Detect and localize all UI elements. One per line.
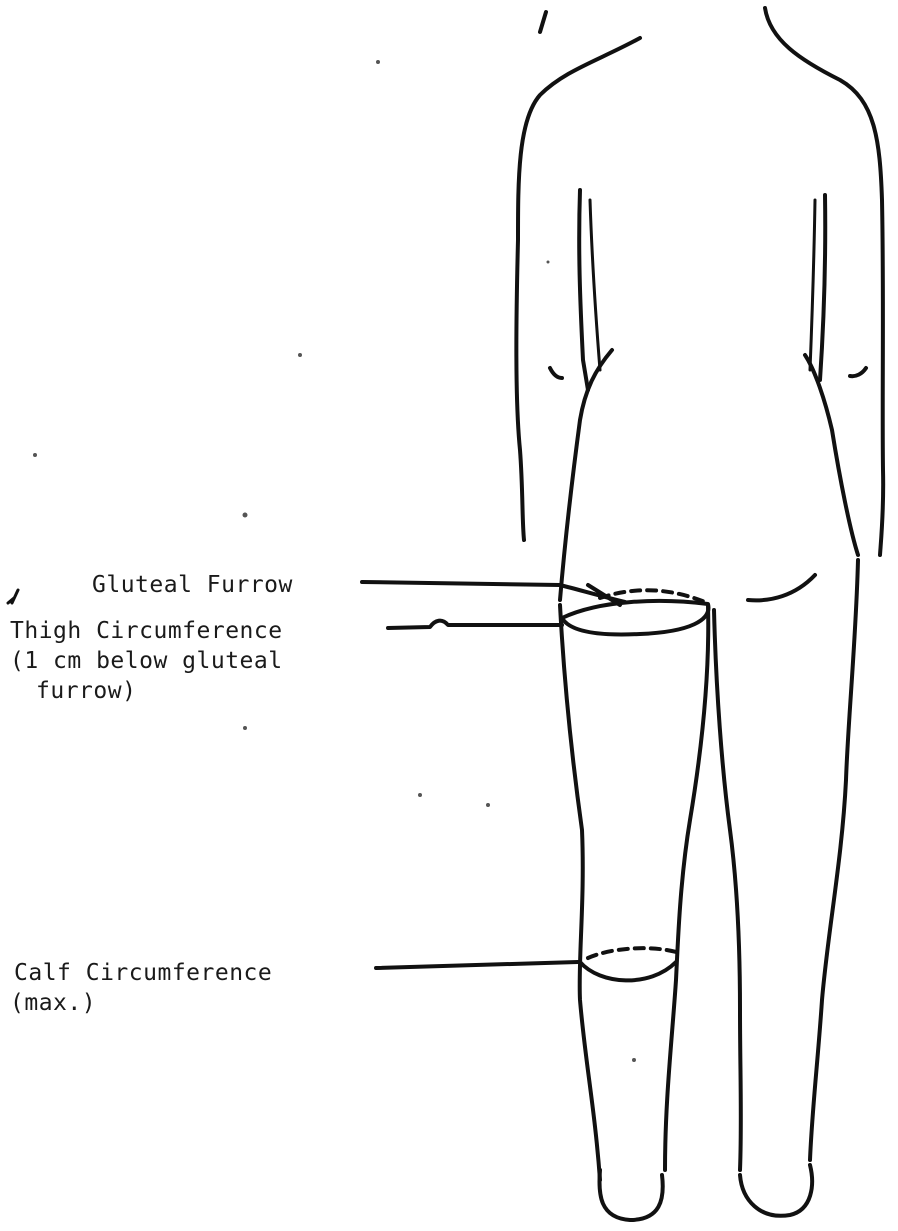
scan-speck (486, 803, 490, 807)
thigh-circumference-label-line2: (1 cm below gluteal (10, 648, 283, 675)
thigh-circumference-band (562, 601, 708, 635)
left-leg-inner (665, 605, 708, 1170)
pen-mark (540, 12, 546, 32)
left-inner-arm (579, 190, 588, 390)
left-leg-outer (560, 605, 600, 1180)
scan-speck (376, 60, 380, 64)
scan-speck (632, 1058, 636, 1062)
scan-speck (243, 513, 248, 518)
scan-speck (298, 353, 302, 357)
right-leg-outer (810, 560, 858, 1160)
calf-circumference-label-line1: Calf Circumference (14, 960, 272, 987)
right-inner-arm (820, 195, 825, 380)
scan-speck (547, 261, 550, 264)
scan-speck (243, 726, 247, 730)
left-shoulder-arm-outline (516, 38, 640, 540)
calf-circumference-label-line2: (max.) (10, 990, 96, 1017)
right-inner-arm-2 (810, 200, 815, 370)
thigh-circumference-label-line3: furrow) (36, 678, 136, 705)
check-mark (8, 590, 18, 603)
right-foot (740, 1165, 812, 1216)
calf-circumference-band (580, 962, 676, 980)
right-buttock-crease (748, 575, 815, 600)
left-inner-arm-2 (590, 200, 600, 370)
right-leg-inner (714, 610, 741, 1170)
left-foot (599, 1170, 662, 1220)
torso-right-side (805, 355, 858, 555)
gluteal-furrow-label: Gluteal Furrow (92, 572, 293, 599)
gluteal-furrow-leader (362, 582, 625, 602)
thigh-circumference-label-line1: Thigh Circumference (10, 618, 283, 645)
scan-speck (418, 793, 422, 797)
left-elbow-mark (550, 368, 562, 378)
scan-speck (33, 453, 37, 457)
calf-circumference-dashed (588, 948, 676, 958)
calf-circumference-leader (376, 962, 578, 968)
right-elbow-mark (850, 368, 866, 376)
thigh-circumference-leader (388, 621, 562, 628)
